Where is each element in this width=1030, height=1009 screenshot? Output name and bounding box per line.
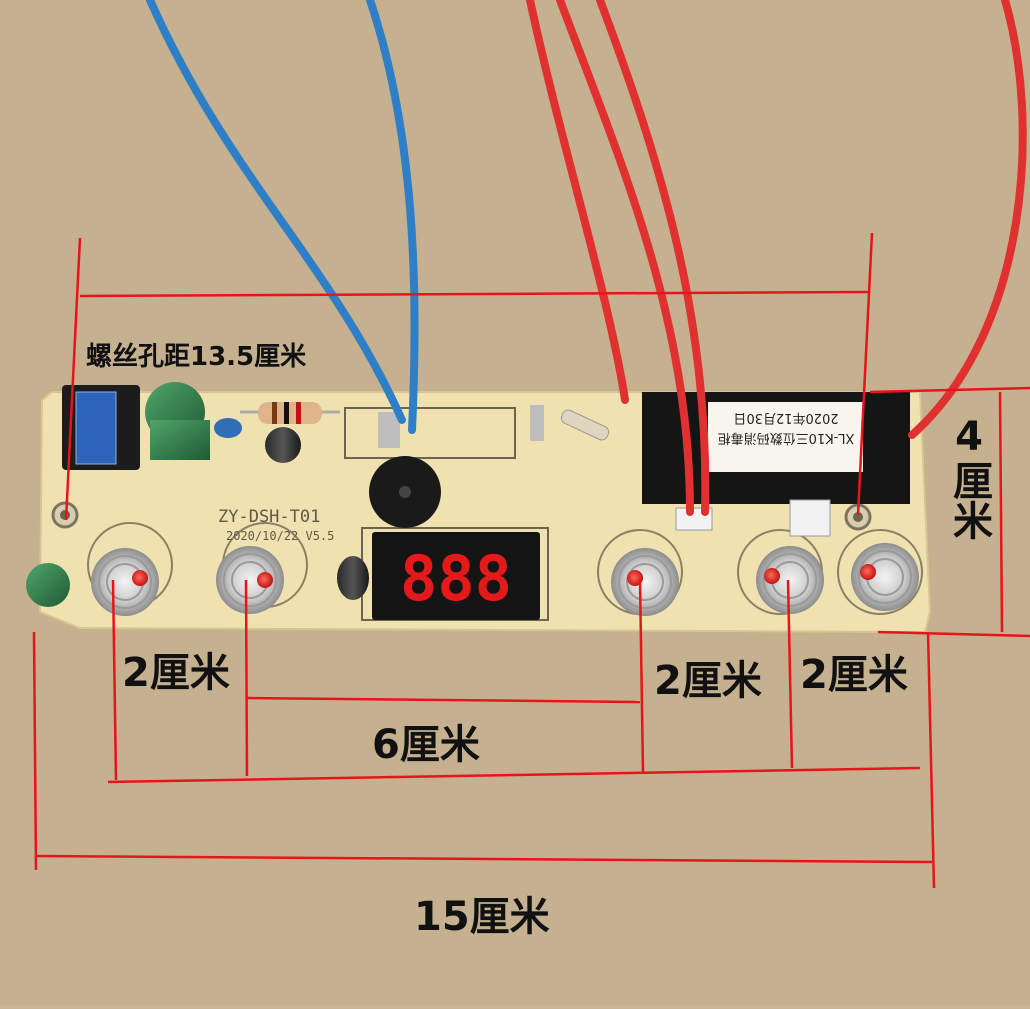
board-date-text: 2020/10/22 V5.5 xyxy=(226,529,334,543)
label-spacing-right-a: 2厘米 xyxy=(654,658,762,704)
dim-coil3-vertical xyxy=(638,579,645,773)
dim-total-left xyxy=(32,631,38,871)
label-total-length: 15厘米 xyxy=(414,894,550,940)
dim-screw-horizontal xyxy=(79,290,871,298)
dim-coil2-vertical xyxy=(244,579,249,777)
label-screw-hole-spacing: 螺丝孔距13.5厘米 xyxy=(86,342,307,372)
dim-coils-baseline xyxy=(107,766,921,784)
dim-right-screw-vertical xyxy=(856,232,874,516)
spring-switches xyxy=(91,543,919,616)
board-model-text: ZY-DSH-T01 xyxy=(218,507,320,527)
dim-coil1-vertical xyxy=(111,579,118,781)
dim-height-bottom xyxy=(877,630,1030,638)
transformer xyxy=(62,385,140,470)
seven-segment-display: 888 xyxy=(372,532,540,620)
dimension-lines xyxy=(32,232,1030,889)
dim-total-horizontal xyxy=(35,854,933,864)
relay-label-line2: 2020年12月30日 xyxy=(733,410,838,425)
display-digits: 888 xyxy=(400,542,512,615)
wires xyxy=(146,0,1027,516)
ceramic-capacitor xyxy=(214,418,242,438)
spring-coil-1 xyxy=(91,548,159,616)
wire-red-4 xyxy=(908,0,1027,439)
relay-label-line1: XL-K10三位数码消毒柜 xyxy=(718,430,855,445)
wire-blue-1 xyxy=(146,0,406,424)
label-spacing-right-b: 2厘米 xyxy=(800,652,908,698)
spring-coil-3 xyxy=(611,548,679,616)
connectors xyxy=(378,405,831,537)
spring-coil-4 xyxy=(756,546,824,614)
capacitor-small xyxy=(265,427,301,463)
dim-total-right xyxy=(926,631,936,889)
silkscreen-box xyxy=(344,407,516,459)
dim-height-vertical xyxy=(998,391,1004,633)
dim-6cm-horizontal xyxy=(246,696,641,704)
board-silkscreen-text: ZY-DSH-T01 2020/10/22 V5.5 xyxy=(218,507,334,543)
dim-height-top xyxy=(869,386,1030,394)
dim-left-screw-vertical xyxy=(64,237,82,521)
capacitors xyxy=(26,382,369,607)
capacitor-edge xyxy=(26,563,70,607)
spring-coil-2 xyxy=(216,546,284,614)
spring-coil-5 xyxy=(851,543,919,611)
wire-red-2 xyxy=(556,0,694,516)
label-height: 4厘米 xyxy=(946,414,992,540)
wire-blue-2 xyxy=(366,0,419,434)
label-spacing-left: 2厘米 xyxy=(122,650,230,696)
wire-red-3 xyxy=(596,0,710,516)
wire-red-1 xyxy=(526,0,629,404)
resistor xyxy=(240,402,340,424)
dim-coil4-vertical xyxy=(786,579,794,769)
label-spacing-6cm: 6厘米 xyxy=(372,722,480,768)
capacitor-mid xyxy=(337,556,369,600)
buzzer xyxy=(369,456,441,528)
